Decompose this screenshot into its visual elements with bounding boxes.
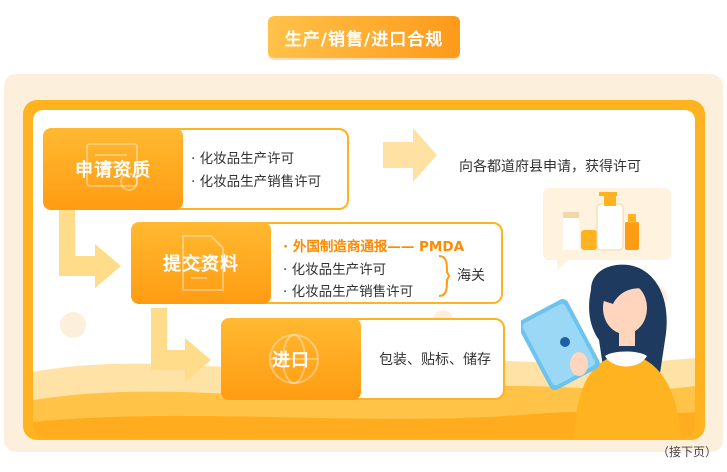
step-2-item: · 外国制造商通报—— PMDA bbox=[283, 239, 465, 255]
step-1-item: · 化妆品生产销售许可 bbox=[191, 174, 322, 190]
flow-arrow-2-to-3 bbox=[151, 308, 211, 382]
continued-note: （接下页） bbox=[656, 445, 717, 459]
step-2-item: · 化妆品生产销售许可 bbox=[283, 284, 414, 300]
step-3-item: 包装、贴标、储存 bbox=[379, 352, 491, 368]
globe-icon bbox=[269, 334, 319, 384]
step-1-item: · 化妆品生产许可 bbox=[191, 151, 295, 167]
right-arrow-icon bbox=[383, 128, 437, 182]
cosmetics-illustration bbox=[543, 188, 671, 270]
flow-arrows bbox=[59, 128, 437, 382]
document-icon bbox=[182, 235, 224, 291]
step-2-item: · 化妆品生产许可 bbox=[283, 262, 387, 278]
step-2-header: 提交资料 bbox=[131, 222, 271, 304]
certificate-icon bbox=[86, 143, 138, 191]
step-3-header: 进口 bbox=[221, 318, 361, 400]
step-1-label: 申请资质 bbox=[75, 160, 151, 181]
step-1-note: 向各都道府县申请，获得许可 bbox=[459, 159, 641, 175]
step-1-header: 申请资质 bbox=[43, 128, 183, 210]
customs-label: 海关 bbox=[457, 268, 485, 284]
step-3-label: 进口 bbox=[272, 350, 310, 371]
page-title: 生产/销售/进口合规 bbox=[268, 16, 460, 58]
flow-arrow-1-to-2 bbox=[59, 207, 121, 288]
woman-with-tablet-illustration bbox=[521, 264, 681, 438]
step-2-label: 提交资料 bbox=[163, 254, 239, 275]
diagram-canvas: 申请资质 · 化妆品生产许可 · 化妆品生产销售许可 向各都道府县申请，获得许可… bbox=[33, 110, 695, 438]
bracket-icon bbox=[438, 255, 451, 297]
